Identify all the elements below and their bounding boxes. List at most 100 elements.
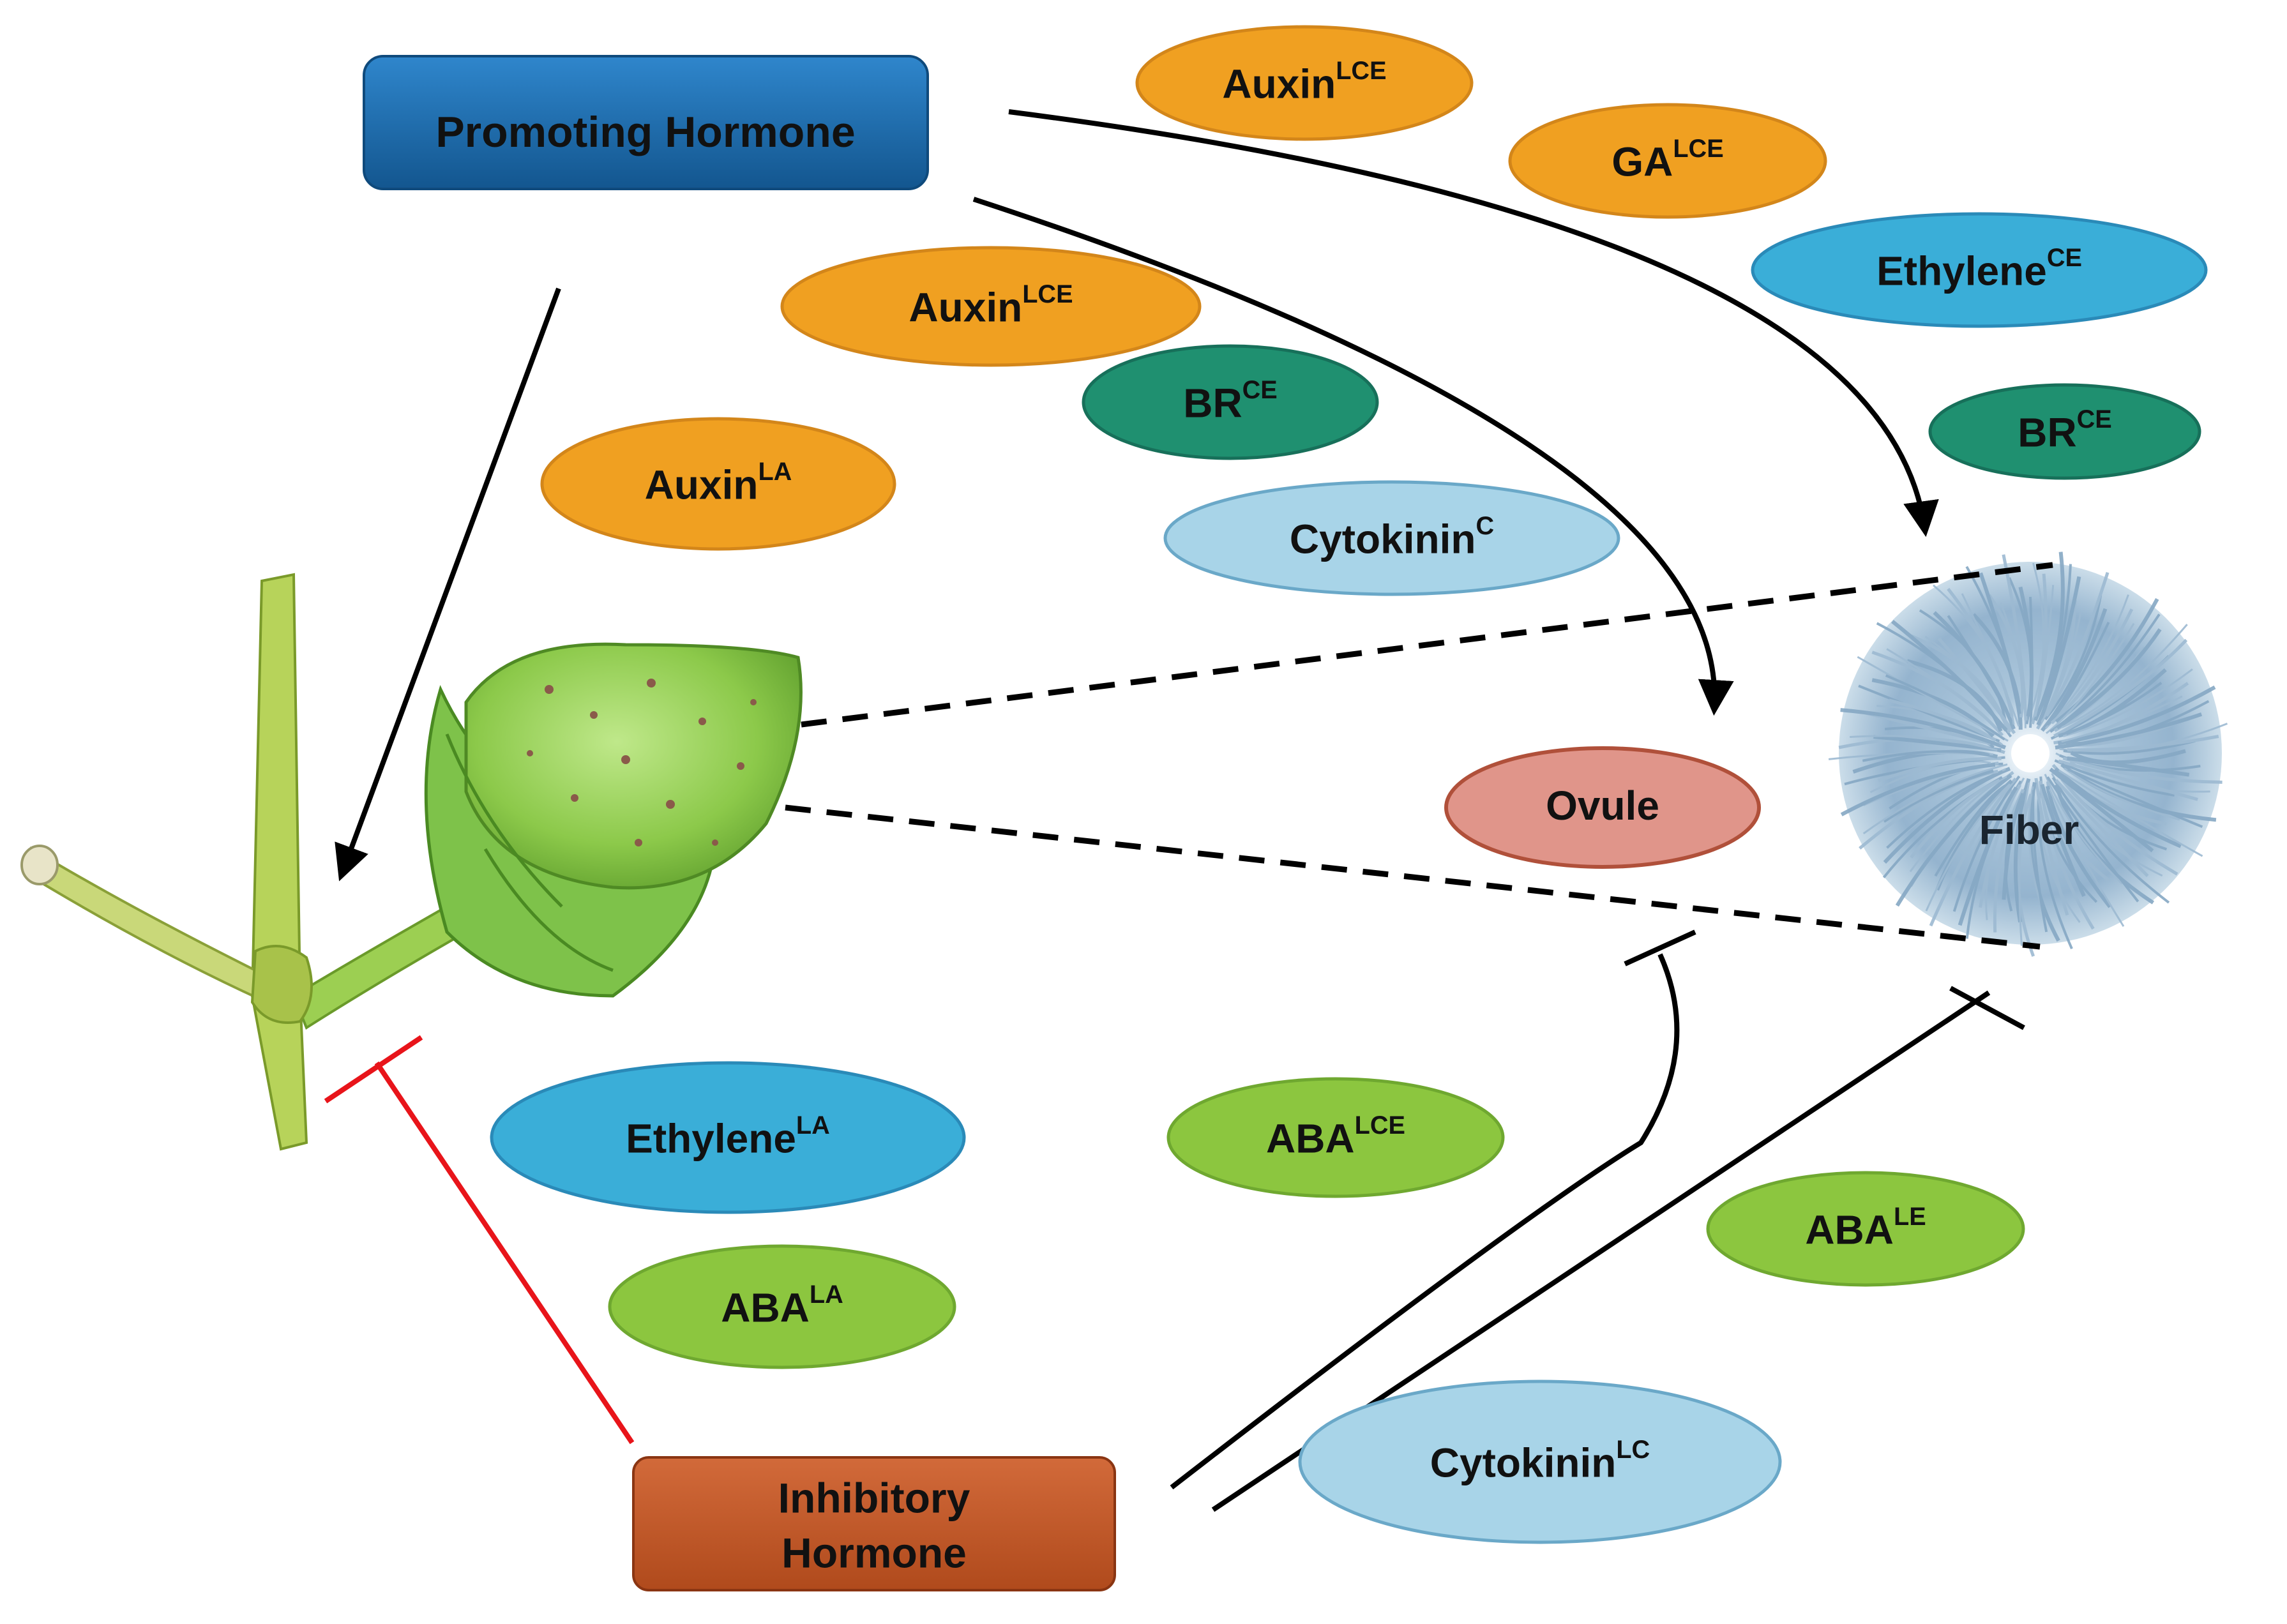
fiber-strand xyxy=(1862,763,2008,835)
dashed-line-upper xyxy=(801,562,2053,728)
hormone-ellipse xyxy=(780,246,1202,367)
fiber-strand xyxy=(2046,776,2140,903)
fiber-strand xyxy=(1910,778,2000,859)
fiber-strand xyxy=(2045,622,2135,734)
hormone-ellipse xyxy=(1706,1171,2025,1287)
hormone-ellipse xyxy=(1298,1380,1782,1544)
fiber-strand xyxy=(2049,767,2154,853)
fiber-strand xyxy=(2045,572,2110,717)
hormone-name: BR xyxy=(1183,380,1242,426)
fiber-strand xyxy=(2051,777,2170,904)
promoting-hormone-box: Promoting Hormone xyxy=(363,55,929,190)
hormone-stage-superscript: LE xyxy=(1894,1203,1926,1231)
hormone-label: AuxinLCE xyxy=(1222,57,1386,107)
inhibit-bar-fiber xyxy=(1949,986,2025,1030)
hormone-stage-superscript: C xyxy=(1476,512,1494,540)
fiber-strand xyxy=(2002,792,2025,900)
hormone-ellipse xyxy=(1166,1077,1505,1198)
hormone-br-ce-right: BRCE xyxy=(1928,383,2201,480)
fiber-strand xyxy=(2050,608,2134,725)
hormone-ellipse xyxy=(1928,383,2201,480)
dashed-line-lower xyxy=(785,804,2041,950)
fiber-strand xyxy=(1925,783,2011,912)
fiber-strand xyxy=(2030,562,2045,713)
hormone-ellipse xyxy=(1751,212,2208,328)
fiber-strand xyxy=(2055,712,2203,750)
fiber-illustration xyxy=(1828,552,2228,957)
fiber-strand xyxy=(2060,778,2178,876)
hormone-ellipses: AuxinLCEGALCEEthyleneCEBRCEAuxinLCEBRCEA… xyxy=(490,25,2208,1544)
fiber-strand xyxy=(2061,624,2188,728)
fiber-strand xyxy=(1889,698,1996,742)
hormone-name: Auxin xyxy=(909,284,1022,330)
ovule-label: Ovule xyxy=(1546,783,1659,829)
fiber-strand xyxy=(1886,770,2004,849)
fiber-strand xyxy=(2067,756,2190,777)
fiber-strand xyxy=(2032,790,2048,933)
hormone-ellipse xyxy=(1082,344,1379,460)
hormone-name: GA xyxy=(1611,139,1673,184)
fiber-strand xyxy=(2064,767,2180,821)
hormone-label: AuxinLA xyxy=(645,458,792,508)
fiber-strand xyxy=(2067,768,2203,829)
hormone-ellipse xyxy=(608,1244,956,1369)
ovule-node: Ovule xyxy=(1444,746,1761,869)
fiber-strand xyxy=(2034,585,2055,717)
hormone-name: ABA xyxy=(1805,1207,1894,1252)
hormone-stage-superscript: CE xyxy=(1242,376,1278,404)
hormone-ellipse xyxy=(490,1061,966,1214)
fiber-strand xyxy=(2065,681,2162,735)
fiber-strand xyxy=(2056,628,2162,730)
fiber-strand xyxy=(1885,674,2005,741)
fiber-strand xyxy=(2063,668,2193,737)
hormone-auxin-lce-mid: AuxinLCE xyxy=(780,246,1202,367)
fiber-strand xyxy=(1850,735,1998,751)
hormone-ellipse xyxy=(540,417,896,551)
fiber-strand xyxy=(2002,554,2028,721)
inhibitory-hormone-label-line2: Hormone xyxy=(781,1529,967,1576)
fiber-strand xyxy=(1993,788,2025,933)
fiber-label: Fiber xyxy=(1979,807,2079,853)
inhibit-line-plant xyxy=(374,1061,635,1445)
fiber-strand xyxy=(1891,620,2008,732)
fiber-strand xyxy=(1857,656,2009,742)
arrow-to-ovule xyxy=(972,197,1734,716)
fiber-strand xyxy=(2053,638,2188,738)
hormone-label: CytokininC xyxy=(1290,512,1494,562)
hormone-label: ABALCE xyxy=(1266,1111,1405,1161)
hormone-ellipse xyxy=(1163,480,1620,596)
fiber-strand xyxy=(2048,788,2125,927)
cotton-boll xyxy=(464,642,803,890)
fiber-strand xyxy=(2054,767,2182,848)
fiber-strand xyxy=(2028,781,2060,942)
hormone-aba-la: ABALA xyxy=(608,1244,956,1369)
hormone-name: Ethylene xyxy=(626,1115,796,1161)
hormone-label: GALCE xyxy=(1611,135,1723,184)
hormone-label: CytokininLC xyxy=(1430,1436,1650,1485)
hormone-stage-superscript: CE xyxy=(2047,244,2082,272)
hormone-stage-superscript: LCE xyxy=(1673,135,1723,163)
hormone-ga-lce: GALCE xyxy=(1508,103,1827,219)
hormone-auxin-la: AuxinLA xyxy=(540,417,896,551)
fiber-strand xyxy=(2044,595,2102,721)
hormone-label: BRCE xyxy=(2018,405,2112,455)
hormone-label: BRCE xyxy=(1183,376,1278,426)
fiber-strand xyxy=(2045,785,2112,908)
main-stem xyxy=(250,573,308,1151)
boll-stalk xyxy=(292,905,468,1030)
fiber-strand xyxy=(2029,596,2034,728)
hormone-name: ABA xyxy=(1266,1115,1355,1161)
fiber-strand xyxy=(1840,708,2007,749)
hormone-aba-le: ABALE xyxy=(1706,1171,2025,1287)
hormone-stage-superscript: LA xyxy=(810,1281,843,1309)
hormone-stage-superscript: LA xyxy=(796,1111,830,1139)
hormone-auxin-lce-top: AuxinLCE xyxy=(1135,25,1474,141)
fiber-strand xyxy=(2034,778,2069,916)
fiber-strand xyxy=(1934,784,2006,877)
fiber-strand xyxy=(1929,778,2017,927)
fiber-strand xyxy=(2061,695,2183,743)
fiber-strand xyxy=(1840,762,1996,816)
fiber-strand xyxy=(2046,621,2110,726)
hormone-name: ABA xyxy=(721,1284,810,1330)
hormone-label: EthyleneCE xyxy=(1876,244,2082,294)
